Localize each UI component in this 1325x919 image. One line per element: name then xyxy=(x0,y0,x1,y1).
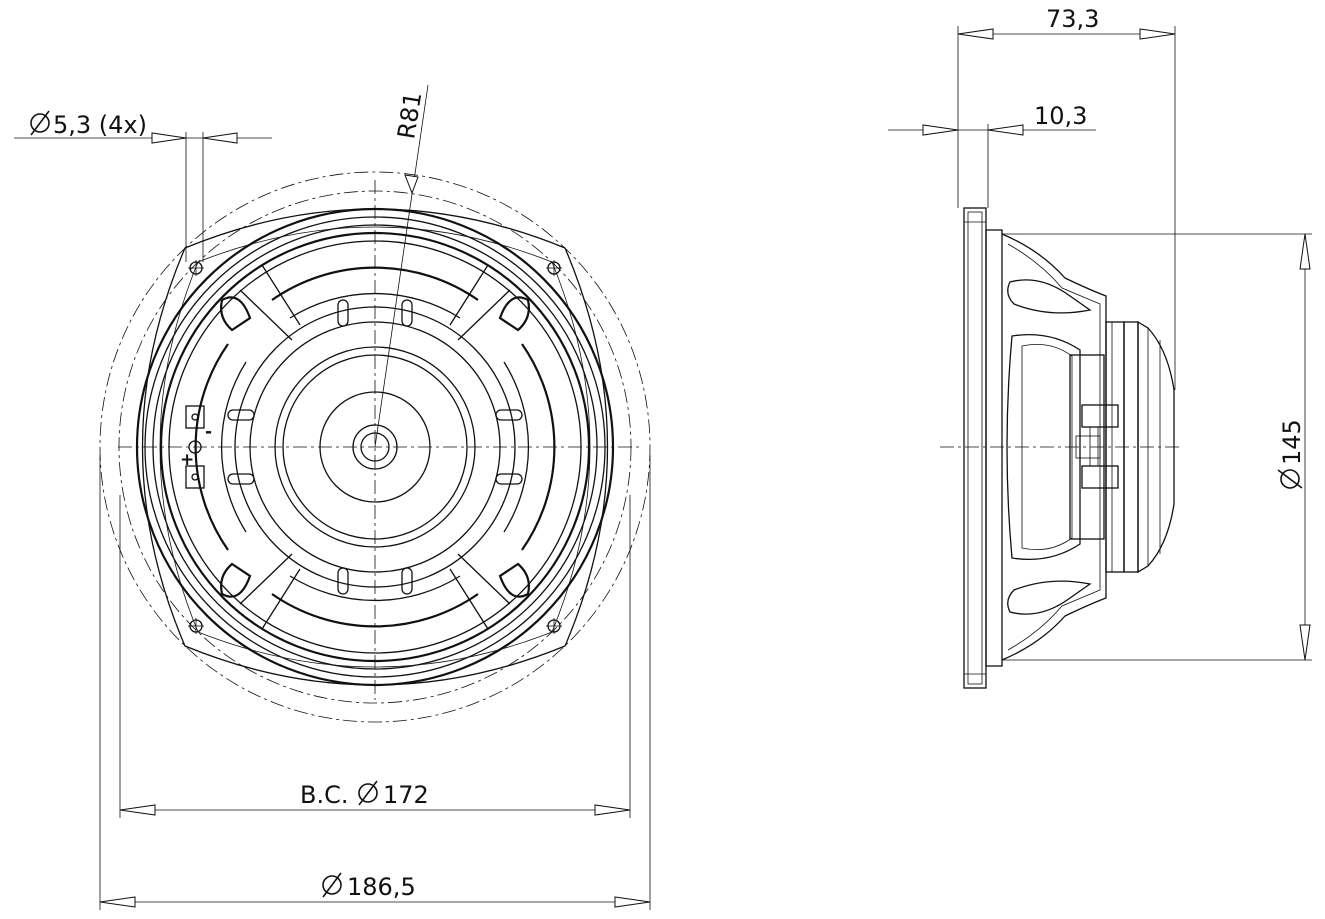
flange-label: 10,3 xyxy=(1034,102,1087,130)
diameter-symbol-icon xyxy=(322,872,342,898)
basket-rim xyxy=(168,240,582,654)
side-gasket xyxy=(985,229,1003,667)
side-flange-inner xyxy=(967,211,983,685)
diameter-symbol-icon xyxy=(30,110,50,136)
terminal-tab xyxy=(185,465,205,489)
outer-diameter-value: 186,5 xyxy=(347,873,416,901)
cone-slots xyxy=(227,299,523,595)
dust-cap-inner xyxy=(282,354,468,540)
spider-ring xyxy=(249,321,501,573)
bolt-circle-dimension: B.C. 172 xyxy=(119,495,631,818)
magnet-assembly xyxy=(1105,320,1175,574)
cone-outer xyxy=(234,306,516,588)
depth-label: 73,3 xyxy=(1046,5,1099,33)
side-basket-windows xyxy=(1006,279,1092,615)
side-view: 73,3 10,3 145 xyxy=(888,5,1312,689)
hole-dimension-label: 5,3 (4x) xyxy=(53,111,147,139)
diameter-symbol-icon xyxy=(1277,469,1303,489)
bolt-circle xyxy=(118,190,632,704)
terminal-tab-upper xyxy=(1081,404,1119,428)
terminal-plus-label: + xyxy=(180,450,194,470)
pole-ring xyxy=(319,391,431,503)
surround-outer xyxy=(144,216,606,678)
pole-piece xyxy=(352,424,398,470)
outer-diameter-circle xyxy=(99,171,651,723)
magnet-diameter-dimension: 145 xyxy=(1002,233,1312,661)
radius-leader xyxy=(374,84,429,448)
flange-dimension: 10,3 xyxy=(888,102,1096,208)
mounting-holes xyxy=(188,260,562,634)
radius-arrow xyxy=(404,174,419,195)
back-plate xyxy=(1137,320,1175,574)
side-flange xyxy=(963,207,987,689)
front-terminals: + - xyxy=(180,405,212,489)
front-view: + - R81 5,3 (4x) B.C. xyxy=(14,84,651,910)
basket-windows xyxy=(194,266,556,628)
terminal-tab xyxy=(185,405,205,429)
terminal-board xyxy=(1069,354,1105,540)
radius-label: R81 xyxy=(392,90,427,141)
diameter-symbol-icon xyxy=(358,780,378,806)
dust-cap-outer xyxy=(274,346,476,548)
bolt-circle-prefix: B.C. xyxy=(300,781,348,809)
hole-dimension: 5,3 (4x) xyxy=(14,110,272,262)
basket-spokes xyxy=(220,264,530,630)
terminal-tab-lower xyxy=(1081,465,1119,489)
surround-inner xyxy=(159,231,591,663)
pole-vent xyxy=(360,432,390,462)
side-terminals xyxy=(1069,354,1119,540)
terminal-minus-label: - xyxy=(205,422,212,442)
bolt-circle-value: 172 xyxy=(383,781,429,809)
terminal-center-icon xyxy=(188,440,202,454)
outer-diameter-dimension: 186,5 xyxy=(99,455,651,910)
magnet-diameter-value: 145 xyxy=(1278,419,1306,465)
depth-dimension: 73,3 xyxy=(957,5,1176,390)
surround-mid xyxy=(152,224,598,670)
gasket-ring xyxy=(135,207,615,687)
